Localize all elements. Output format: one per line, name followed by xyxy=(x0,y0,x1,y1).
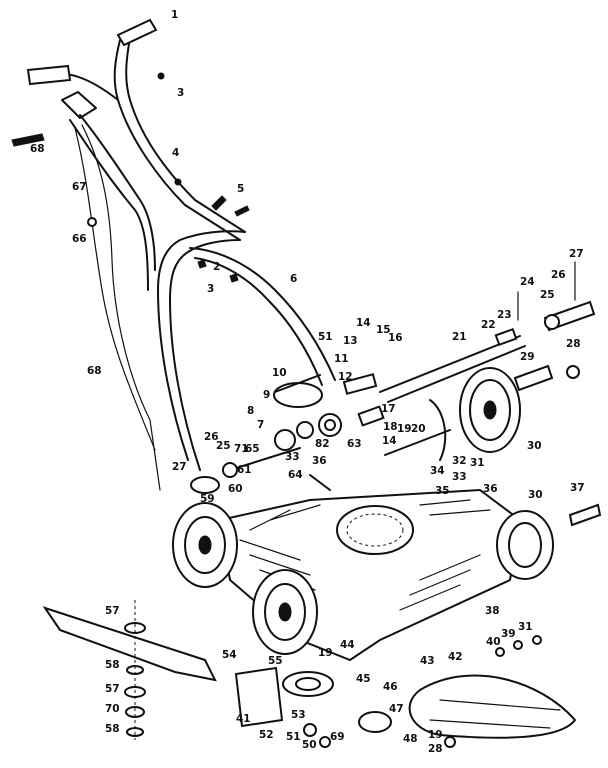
part-label-l11: 11 xyxy=(334,353,349,365)
part-label-l26a: 26 xyxy=(551,269,566,281)
part-label-l33b: 33 xyxy=(452,471,467,483)
part-label-l51b: 51 xyxy=(286,731,301,743)
part-label-l65: 65 xyxy=(245,443,260,455)
part-label-l10: 10 xyxy=(272,367,287,379)
part-label-l19c: 19 xyxy=(428,729,443,741)
handle-assembly xyxy=(11,18,336,491)
part-label-l37: 37 xyxy=(570,482,585,494)
part-label-l32: 32 xyxy=(452,455,467,467)
part-label-l57a: 57 xyxy=(105,605,120,617)
part-label-l61: 61 xyxy=(237,464,252,476)
part-label-l48: 48 xyxy=(403,733,418,745)
part-label-l15: 15 xyxy=(376,324,391,336)
part-label-l64: 64 xyxy=(288,469,303,481)
part-label-l57b: 57 xyxy=(105,683,120,695)
part-label-l41: 41 xyxy=(236,713,251,725)
part-label-l28a: 28 xyxy=(566,338,581,350)
part-label-l9: 9 xyxy=(263,389,270,401)
part-label-l71: 71 xyxy=(234,443,249,455)
part-label-l25a: 25 xyxy=(540,289,555,301)
part-label-l55: 55 xyxy=(268,655,283,667)
part-label-l31a: 31 xyxy=(470,457,485,469)
part-label-l18: 18 xyxy=(383,421,398,433)
part-label-l63: 63 xyxy=(347,438,362,450)
part-label-l29: 29 xyxy=(520,351,535,363)
part-label-l58b: 58 xyxy=(105,723,120,735)
part-label-l67: 67 xyxy=(72,181,87,193)
part-label-l46: 46 xyxy=(383,681,398,693)
part-label-l30b: 30 xyxy=(528,489,543,501)
part-label-l34: 34 xyxy=(430,465,445,477)
part-label-l19b: 19 xyxy=(318,647,333,659)
part-label-l27a: 27 xyxy=(569,248,584,260)
axle-assembly xyxy=(379,261,596,461)
part-label-l20: 20 xyxy=(411,423,426,435)
part-label-l4: 4 xyxy=(172,147,179,159)
part-label-l44: 44 xyxy=(340,639,355,651)
part-label-l60: 60 xyxy=(228,483,243,495)
part-label-l21: 21 xyxy=(452,331,467,343)
part-label-l52: 52 xyxy=(259,729,274,741)
part-label-l68b: 68 xyxy=(87,365,102,377)
part-label-l22: 22 xyxy=(481,319,496,331)
part-label-l66: 66 xyxy=(72,233,87,245)
part-label-l38: 38 xyxy=(485,605,500,617)
part-label-l40: 40 xyxy=(486,636,501,648)
part-label-l82: 82 xyxy=(315,438,330,450)
part-label-l14b: 14 xyxy=(382,435,397,447)
part-label-l30a: 30 xyxy=(527,440,542,452)
part-label-l1: 1 xyxy=(171,9,178,21)
part-label-l3b: 3 xyxy=(207,283,214,295)
part-label-l59: 59 xyxy=(200,493,215,505)
part-label-l45: 45 xyxy=(356,673,371,685)
part-label-l14a: 14 xyxy=(356,317,371,329)
part-label-l28b: 28 xyxy=(428,743,443,755)
part-label-l51a: 51 xyxy=(318,331,333,343)
part-label-l23: 23 xyxy=(497,309,512,321)
part-label-l69: 69 xyxy=(330,731,345,743)
part-label-l39: 39 xyxy=(501,628,516,640)
part-label-l70: 70 xyxy=(105,703,120,715)
part-label-l31b: 31 xyxy=(518,621,533,633)
part-label-l12: 12 xyxy=(338,371,353,383)
drive-assembly xyxy=(190,373,385,494)
mower-deck xyxy=(172,488,602,662)
part-label-l6: 6 xyxy=(290,273,297,285)
part-label-l27b: 27 xyxy=(172,461,187,473)
part-label-l19a: 19 xyxy=(397,423,412,435)
part-label-l7: 7 xyxy=(257,419,264,431)
part-label-l54: 54 xyxy=(222,649,237,661)
blade-assembly xyxy=(42,600,577,748)
part-label-l43: 43 xyxy=(420,655,435,667)
part-label-l13: 13 xyxy=(343,335,358,347)
part-label-l16: 16 xyxy=(388,332,403,344)
part-label-l47: 47 xyxy=(389,703,404,715)
part-label-l2: 2 xyxy=(213,261,220,273)
part-label-l17: 17 xyxy=(381,403,396,415)
part-label-l36b: 36 xyxy=(483,483,498,495)
part-label-l24: 24 xyxy=(520,276,535,288)
part-label-l33a: 33 xyxy=(285,451,300,463)
part-label-l25b: 25 xyxy=(216,440,231,452)
part-label-l36a: 36 xyxy=(312,455,327,467)
part-label-l68a: 68 xyxy=(30,143,45,155)
part-label-l3a: 3 xyxy=(177,87,184,99)
part-label-l5: 5 xyxy=(237,183,244,195)
part-label-l26b: 26 xyxy=(204,431,219,443)
part-label-l53: 53 xyxy=(291,709,306,721)
part-label-l58a: 58 xyxy=(105,659,120,671)
part-label-l35: 35 xyxy=(435,485,450,497)
part-label-l8: 8 xyxy=(247,405,254,417)
part-label-l50: 50 xyxy=(302,739,317,751)
part-label-l42: 42 xyxy=(448,651,463,663)
